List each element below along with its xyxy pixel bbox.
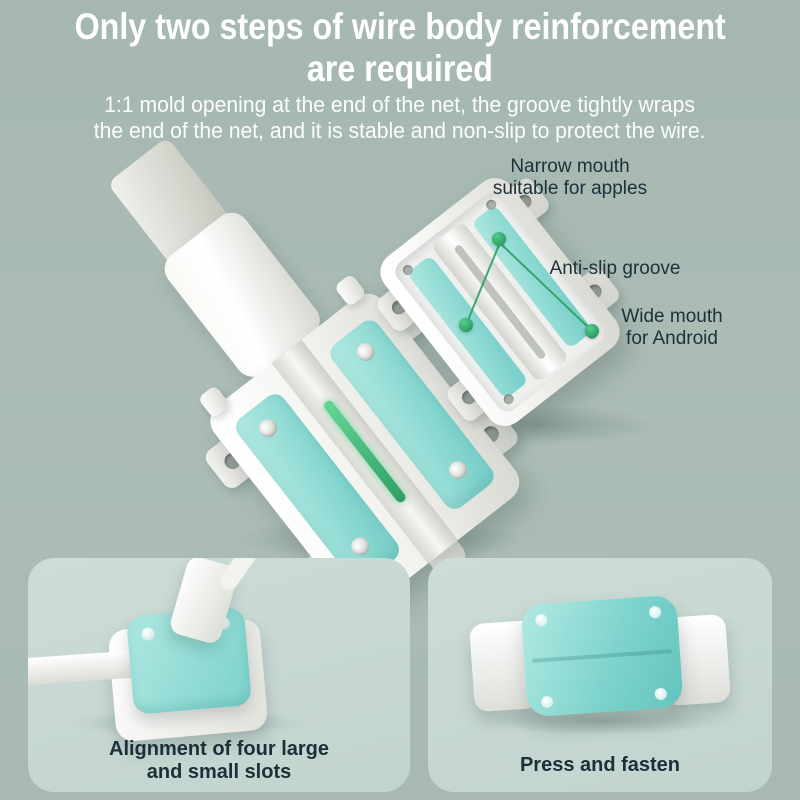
label-anti-slip-groove: Anti-slip groove — [515, 258, 715, 280]
alignment-rivet — [140, 626, 156, 642]
title-line-1: Only two steps of wire body reinforcemen… — [0, 6, 800, 48]
green-marker-anti-slip — [459, 318, 473, 332]
subtitle-text-2: the end of the net, and it is stable and… — [94, 118, 706, 143]
subtitle-line-1: 1:1 mold opening at the end of the net, … — [0, 92, 800, 118]
step1-caption-line1: Alignment of four large — [109, 738, 329, 760]
alignment-rivet — [648, 605, 662, 619]
step1-caption: Alignment of four large and small slots — [28, 738, 410, 784]
step2-caption: Press and fasten — [428, 754, 772, 777]
clamp-seam — [532, 649, 672, 663]
green-marker-narrow-mouth — [492, 232, 506, 246]
step-panel-press: Press and fasten — [428, 558, 772, 792]
label-narrow-mouth: Narrow mouth suitable for apples — [440, 156, 700, 200]
label-wide-mouth: Wide mouth for Android — [592, 306, 752, 350]
step1-caption-line2: and small slots — [146, 761, 292, 783]
title-text-1: Only two steps of wire body reinforcemen… — [74, 6, 726, 47]
label-narrow-mouth-line2: suitable for apples — [492, 178, 648, 199]
label-wide-mouth-line2: for Android — [626, 328, 718, 349]
label-anti-slip-text: Anti-slip groove — [549, 258, 681, 279]
subtitle-line-2: the end of the net, and it is stable and… — [0, 118, 800, 144]
step2-assembled-protector — [520, 594, 684, 718]
subtitle-text-1: 1:1 mold opening at the end of the net, … — [104, 92, 696, 117]
alignment-rivet — [534, 613, 548, 627]
label-narrow-mouth-line1: Narrow mouth — [510, 156, 630, 177]
page-subtitle: 1:1 mold opening at the end of the net, … — [0, 92, 800, 144]
page-title: Only two steps of wire body reinforcemen… — [0, 6, 800, 90]
step1-wire — [216, 558, 270, 594]
label-wide-mouth-line1: Wide mouth — [621, 306, 723, 327]
alignment-rivet — [654, 687, 668, 701]
step-panel-alignment: Alignment of four large and small slots — [28, 558, 410, 792]
step2-caption-text: Press and fasten — [519, 754, 681, 776]
title-line-2: are required — [0, 48, 800, 90]
alignment-rivet — [540, 695, 554, 709]
title-text-2: are required — [306, 48, 494, 89]
